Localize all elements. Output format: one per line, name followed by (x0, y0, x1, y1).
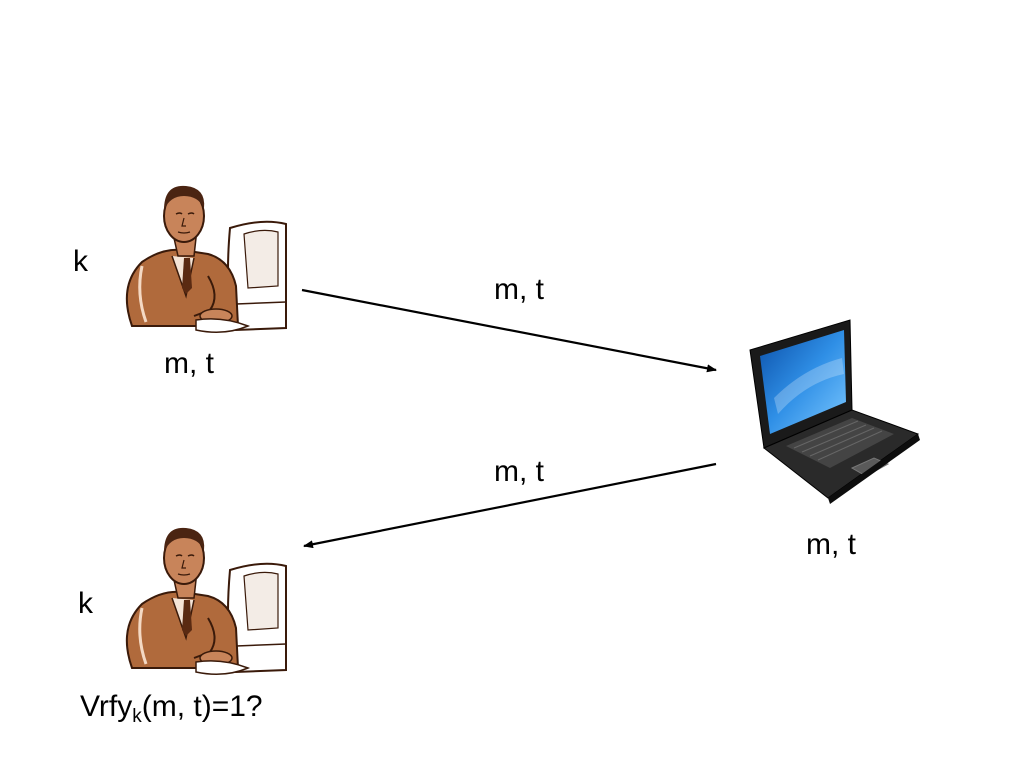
verify-expression: Vrfyk(m, t)=1? (80, 690, 263, 727)
verify-key-subscript: k (132, 706, 142, 727)
adversary-message-label: m, t (806, 528, 856, 561)
backward-arrow (303, 462, 717, 549)
sender-key-label: k (73, 245, 88, 278)
verify-arguments: (m, t)=1? (141, 690, 263, 723)
backward-channel-label: m, t (494, 455, 544, 488)
adversary-laptop-icon (749, 319, 920, 504)
forward-arrow (301, 288, 717, 373)
receiver-key-label: k (78, 587, 93, 620)
sender-message-label: m, t (164, 347, 214, 380)
forward-channel-label: m, t (494, 273, 544, 306)
sender-person-icon (125, 185, 287, 333)
verify-function-name: Vrfy (80, 690, 133, 723)
receiver-person-icon (125, 527, 287, 675)
monitor-icon (227, 220, 287, 332)
